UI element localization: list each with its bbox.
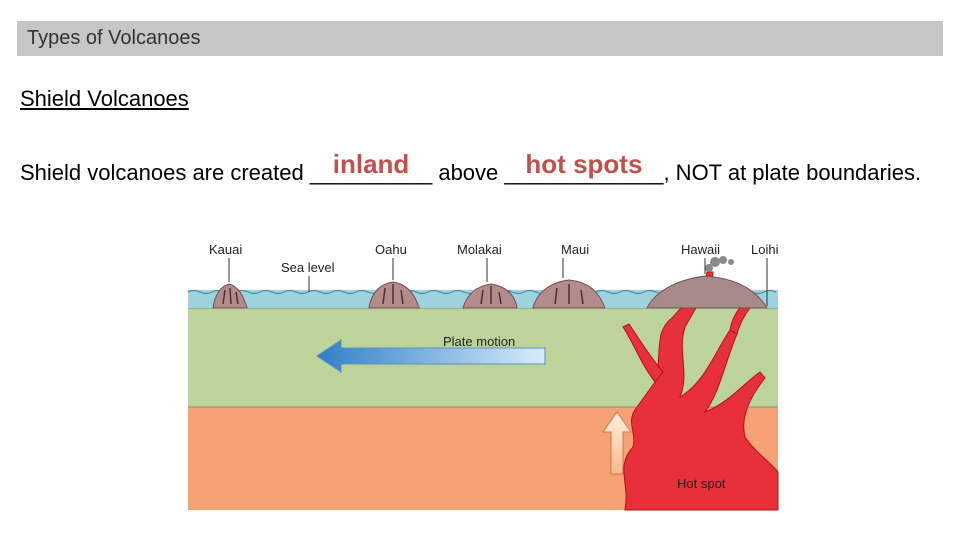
fill-in-sentence: Shield volcanoes are created __________i… xyxy=(20,149,940,188)
label-kauai: Kauai xyxy=(209,242,242,257)
blank-2-line: _____________ xyxy=(504,160,664,185)
hawaiian-hotspot-diagram: Kauai Oahu Molakai Maui Hawaii Loihi Sea… xyxy=(187,242,779,511)
plate-motion-arrow xyxy=(316,339,546,373)
sentence-part-3: , NOT at plate boundaries. xyxy=(663,160,922,185)
slide-title: Types of Volcanoes xyxy=(27,27,201,49)
island-molakai xyxy=(462,283,518,309)
label-loihi: Loihi xyxy=(751,242,779,257)
sentence-part-1: Shield volcanoes are created xyxy=(20,160,310,185)
magma-plume xyxy=(622,271,779,511)
island-kauai xyxy=(212,283,248,309)
hot-spot-arrow xyxy=(602,411,632,475)
label-plate-motion: Plate motion xyxy=(443,334,515,349)
blank-1-line: __________ xyxy=(309,160,433,185)
island-oahu xyxy=(368,281,420,309)
blank-1: __________inland xyxy=(309,149,433,188)
section-heading: Shield Volcanoes xyxy=(20,86,189,111)
label-hawaii: Hawaii xyxy=(681,242,720,257)
label-maui: Maui xyxy=(561,242,589,257)
label-molakai: Molakai xyxy=(457,242,502,257)
island-maui xyxy=(532,279,606,309)
label-oahu: Oahu xyxy=(375,242,407,257)
blank-2: _____________hot spots xyxy=(504,149,664,188)
volcano-smoke xyxy=(705,256,734,272)
label-hot-spot: Hot spot xyxy=(677,476,726,491)
label-sea-level: Sea level xyxy=(281,260,335,275)
title-bar: Types of Volcanoes xyxy=(17,21,943,56)
blank-1-answer: inland xyxy=(332,149,410,179)
blank-2-answer: hot spots xyxy=(525,149,643,179)
sentence-part-2: above xyxy=(432,160,505,185)
island-hawaii xyxy=(646,275,768,309)
